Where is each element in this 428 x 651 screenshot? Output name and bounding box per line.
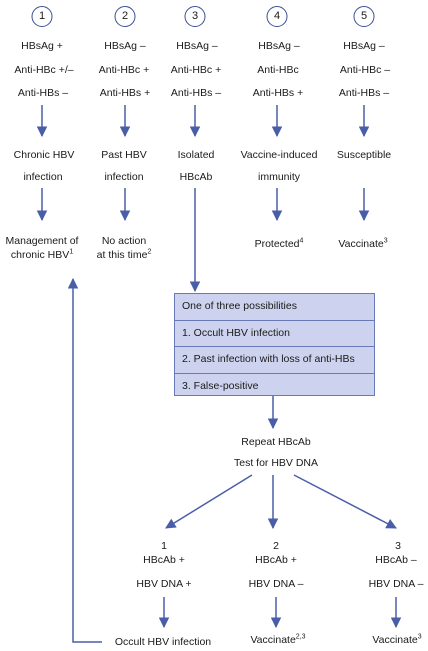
- col5-action-footnote: 3: [383, 237, 388, 245]
- col2-action-text: at this time: [96, 249, 148, 261]
- column-number-2: 2: [114, 6, 136, 27]
- col3-antihbs: Anti-HBs –: [170, 87, 222, 99]
- column-number-4: 4: [266, 6, 288, 27]
- outcome3-action-footnote: 3: [417, 633, 422, 641]
- col5-antihbs: Anti-HBs –: [338, 87, 390, 99]
- col4-action: Protected4: [255, 238, 304, 251]
- outcome2-action-text: Vaccinate: [250, 634, 296, 646]
- column-number-5: 5: [353, 6, 375, 27]
- possibility-item-1: 1. Occult HBV infection: [175, 321, 374, 347]
- outcome2-action-footnote: 2,3: [295, 633, 306, 641]
- outcome1-number: 1: [161, 540, 167, 552]
- col1-status-line2: infection: [23, 171, 63, 183]
- col2-status-line2: infection: [104, 171, 144, 183]
- col2-action-line1: No action: [101, 235, 147, 247]
- repeat-line1: Repeat HBcAb: [241, 436, 311, 448]
- col5-status-line1: Susceptible: [336, 149, 392, 161]
- outcome2-hbcab: HBcAb +: [255, 554, 297, 566]
- col4-hbsag: HBsAg –: [258, 40, 300, 52]
- col1-action-line1: Management of: [5, 235, 79, 247]
- col3-status-line1: Isolated: [177, 149, 215, 161]
- possibility-item-2: 2. Past infection with loss of anti-HBs: [175, 347, 374, 374]
- outcome3-number: 3: [395, 540, 401, 552]
- outcome3-hbcab: HBcAb –: [375, 554, 417, 566]
- col4-antihbc: Anti-HBc: [257, 64, 299, 76]
- col1-hbsag: HBsAg +: [21, 40, 63, 52]
- col5-action-text: Vaccinate: [338, 238, 384, 250]
- col3-status-line2: HBcAb: [179, 171, 213, 183]
- possibilities-box: One of three possibilities 1. Occult HBV…: [174, 293, 375, 396]
- col1-status-line1: Chronic HBV: [13, 149, 75, 161]
- possibilities-title: One of three possibilities: [175, 294, 374, 321]
- outcome3-action-text: Vaccinate: [372, 634, 418, 646]
- col4-action-text: Protected: [254, 238, 300, 250]
- col2-antihbs: Anti-HBs +: [99, 87, 151, 99]
- outcome2-number: 2: [273, 540, 279, 552]
- outcome2-action: Vaccinate2,3: [250, 634, 305, 647]
- col2-status-line1: Past HBV: [101, 149, 147, 161]
- column-number-3: 3: [184, 6, 206, 27]
- col5-antihbc: Anti-HBc –: [339, 64, 391, 76]
- col2-action-footnote: 2: [147, 248, 152, 256]
- col5-action: Vaccinate3: [338, 238, 387, 251]
- col2-hbsag: HBsAg –: [104, 40, 146, 52]
- col1-action-line2: chronic HBV1: [11, 249, 73, 262]
- col3-antihbc: Anti-HBc +: [170, 64, 222, 76]
- col4-status-line2: immunity: [257, 171, 301, 183]
- col2-antihbc: Anti-HBc +: [98, 64, 150, 76]
- col1-antihbs: Anti-HBs –: [17, 87, 69, 99]
- column-number-1: 1: [31, 6, 53, 27]
- feedback-arrow: [67, 277, 102, 643]
- col4-action-footnote: 4: [299, 237, 304, 245]
- col2-action-line2: at this time2: [97, 249, 152, 262]
- col5-hbsag: HBsAg –: [343, 40, 385, 52]
- col1-antihbc: Anti-HBc +/–: [14, 64, 74, 76]
- outcome1-hbvdna: HBV DNA +: [136, 578, 192, 590]
- outcome3-hbvdna: HBV DNA –: [368, 578, 424, 590]
- outcome3-action: Vaccinate3: [372, 634, 421, 647]
- repeat-line2: Test for HBV DNA: [233, 457, 319, 469]
- arrow-to-outcome1: [165, 474, 253, 529]
- col3-hbsag: HBsAg –: [176, 40, 218, 52]
- arrow-to-outcome3: [293, 474, 397, 529]
- possibility-item-3: 3. False-positive: [182, 379, 259, 392]
- outcome1-action: Occult HBV infection: [114, 636, 212, 648]
- col1-action-footnote: 1: [69, 248, 74, 256]
- col4-antihbs: Anti-HBs +: [252, 87, 304, 99]
- col4-status-line1: Vaccine-induced: [240, 149, 318, 161]
- col1-action-text: chronic HBV: [10, 249, 70, 261]
- outcome2-hbvdna: HBV DNA –: [248, 578, 304, 590]
- outcome1-hbcab: HBcAb +: [143, 554, 185, 566]
